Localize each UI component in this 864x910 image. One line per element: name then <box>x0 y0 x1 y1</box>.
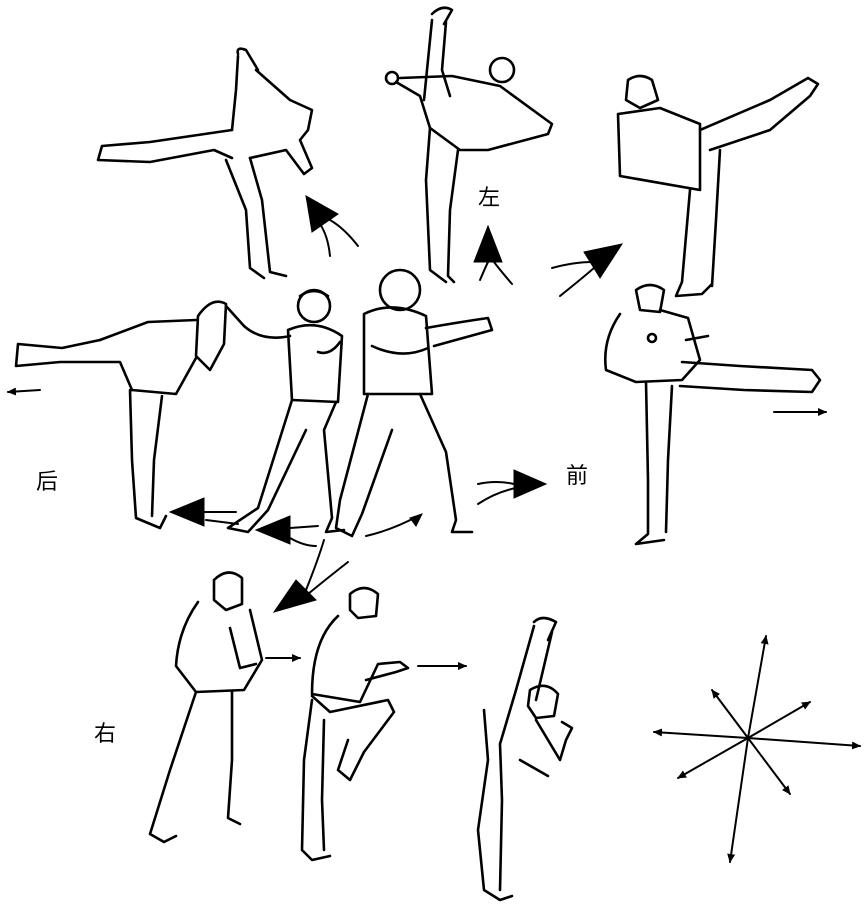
figure-right-high-kick <box>476 616 574 902</box>
figure-right-stance <box>148 571 264 844</box>
arrow-left-up <box>473 224 513 285</box>
direction-compass <box>653 635 861 863</box>
figure-front-side-kick <box>616 74 820 298</box>
label-front: 前 <box>566 464 589 489</box>
center-fighter-right <box>334 268 494 538</box>
figure-back-spin-kick <box>96 47 314 280</box>
figure-right-knee-raise <box>300 586 410 862</box>
figure-left-kick <box>384 6 554 284</box>
arrow-right-down <box>272 539 349 613</box>
arrow-front-up <box>551 243 624 297</box>
label-back: 后 <box>36 470 59 495</box>
figure-front-thrust-kick <box>604 283 822 546</box>
arrow-back <box>168 497 423 547</box>
arrow-front <box>477 469 548 505</box>
label-right: 右 <box>94 722 117 747</box>
center-fighter-left <box>226 288 346 534</box>
arrow-back-up <box>305 195 359 257</box>
label-left: 左 <box>478 186 501 211</box>
arrow-back-small <box>7 387 41 396</box>
figure-back-kick <box>14 300 246 530</box>
